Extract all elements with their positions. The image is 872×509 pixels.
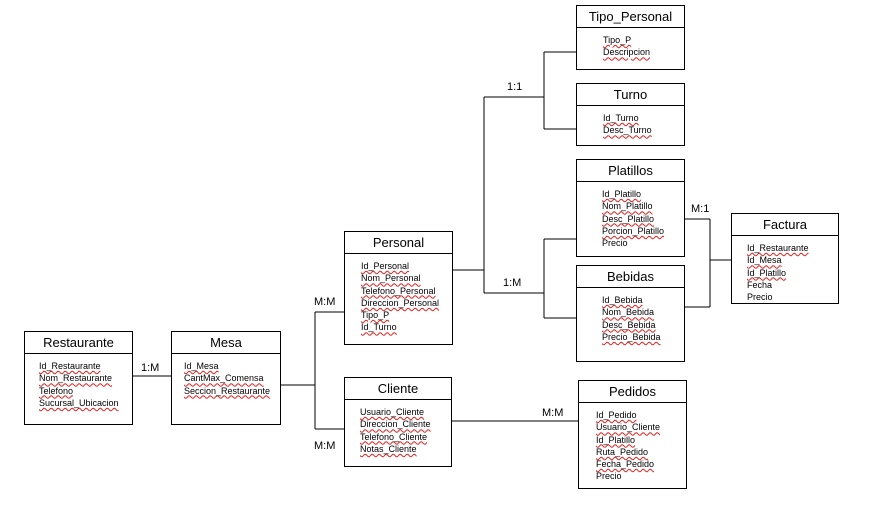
- attribute: Tipo_P: [361, 310, 390, 321]
- attribute: Precio: [602, 238, 628, 249]
- entity-title: Tipo_Personal: [577, 6, 684, 28]
- attribute: Id_Bebida: [602, 295, 643, 305]
- attribute: Id_Platillo: [602, 189, 642, 199]
- attribute: Notas_Cliente: [360, 443, 417, 454]
- entity-pedidos: Pedidos Id_Pedido Usuario_Cliente Id_Pla…: [578, 380, 687, 489]
- attribute: Direccion_Personal: [361, 297, 440, 308]
- entity-title: Platillos: [577, 160, 684, 182]
- attribute: Telefono: [39, 385, 74, 396]
- attribute: Precio: [747, 292, 773, 303]
- attribute: Id_Turno: [603, 113, 639, 123]
- attribute: Precio: [596, 471, 622, 482]
- label-restaurante-mesa: 1:M: [141, 362, 160, 374]
- attribute: Seccion_Restaurante: [184, 385, 271, 396]
- attribute: Nom_Platillo: [602, 201, 653, 212]
- entity-title: Personal: [345, 232, 452, 254]
- attribute: Ruta_Pedido: [596, 446, 649, 457]
- entity-title: Pedidos: [579, 381, 686, 403]
- attribute: Id_Turno: [361, 322, 397, 333]
- entity-platillos: Platillos Id_Platillo Nom_Platillo Desc_…: [576, 159, 685, 257]
- attribute: Fecha_Pedido: [596, 459, 655, 470]
- attribute: Id_Pedido: [596, 410, 637, 420]
- entity-cliente: Cliente Usuario_Cliente Direccion_Client…: [344, 377, 452, 467]
- entity-turno: Turno Id_Turno Desc_Turno: [576, 83, 685, 146]
- attribute: Sucursal_Ubicacion: [39, 397, 119, 408]
- entity-restaurante: Restaurante Id_Restaurante Nom_Restauran…: [24, 331, 133, 425]
- attribute: Id_Platillo: [596, 434, 636, 445]
- attribute: Usuario_Cliente: [360, 407, 425, 417]
- attribute: Id_Personal: [361, 261, 410, 271]
- label-mesa-cliente: M:M: [314, 440, 336, 452]
- attribute: Nom_Restaurante: [39, 373, 113, 384]
- label-to-factura: M:1: [691, 203, 710, 215]
- attribute: Desc_Platillo: [602, 213, 655, 224]
- attribute: Precio_Bebida: [602, 331, 661, 342]
- attribute: Desc_Turno: [603, 125, 652, 136]
- attribute: Telefono_Personal: [361, 285, 436, 296]
- entity-title: Cliente: [345, 378, 451, 400]
- entity-title: Factura: [732, 214, 838, 236]
- attribute: Descripcion: [603, 47, 651, 58]
- entity-title: Mesa: [172, 332, 280, 354]
- attribute: Id_Restaurante: [39, 361, 101, 371]
- entity-personal: Personal Id_Personal Nom_Personal Telefo…: [344, 231, 453, 345]
- entity-title: Restaurante: [25, 332, 132, 354]
- attribute: Nom_Bebida: [602, 307, 655, 318]
- label-personal-platillos-bebidas: 1:M: [503, 277, 522, 289]
- attribute: Id_Restaurante: [747, 243, 809, 253]
- attribute: CantMax_Comensa: [184, 373, 264, 384]
- entity-title: Turno: [577, 84, 684, 106]
- attribute: Porcion_Platillo: [602, 225, 665, 236]
- attribute: Id_Mesa: [747, 255, 782, 266]
- label-personal-tipo-turno: 1:1: [507, 81, 523, 93]
- entity-bebidas: Bebidas Id_Bebida Nom_Bebida Desc_Bebida…: [576, 265, 685, 362]
- attribute: Fecha: [747, 279, 773, 290]
- attribute: Id_Mesa: [184, 361, 219, 371]
- attribute: Usuario_Cliente: [596, 422, 661, 433]
- attribute: Telefono_Cliente: [360, 431, 428, 442]
- label-cliente-pedidos: M:M: [542, 407, 564, 419]
- entity-tipo-personal: Tipo_Personal Tipo_P Descripcion: [576, 5, 685, 70]
- entity-mesa: Mesa Id_Mesa CantMax_Comensa Seccion_Res…: [171, 331, 281, 425]
- attribute: Id_Platillo: [747, 267, 787, 278]
- entity-factura: Factura Id_Restaurante Id_Mesa Id_Platil…: [731, 213, 839, 304]
- entity-title: Bebidas: [577, 266, 684, 288]
- attribute: Direccion_Cliente: [360, 419, 431, 430]
- attribute: Nom_Personal: [361, 273, 421, 284]
- attribute: Desc_Bebida: [602, 319, 656, 330]
- attribute: Tipo_P: [603, 35, 632, 45]
- label-mesa-personal: M:M: [314, 296, 336, 308]
